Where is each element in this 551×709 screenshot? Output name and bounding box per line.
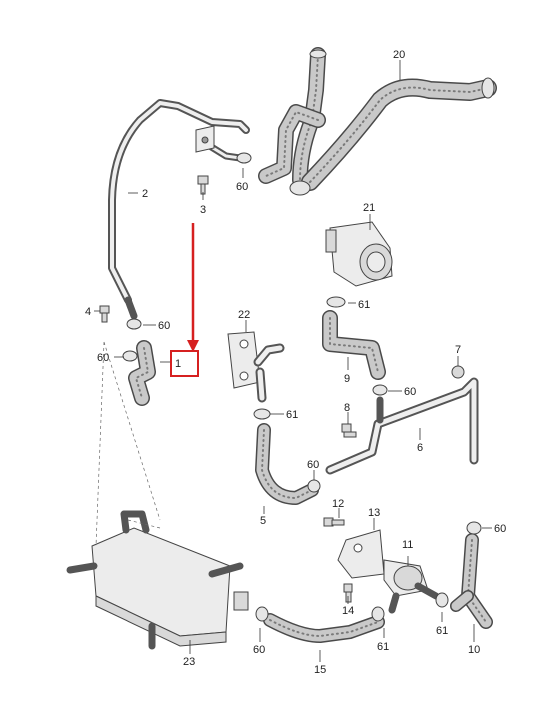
hose-clamp-60-right <box>372 384 388 396</box>
part-11-valve <box>383 559 440 614</box>
callout-61-valve-right: 61 <box>436 625 448 637</box>
part-13-bracket <box>337 529 385 579</box>
assembly-dashed-line <box>95 341 161 547</box>
callout-21: 21 <box>363 202 375 214</box>
hose-clamp-60-left <box>122 350 138 362</box>
callout-labels: 1 2 3 4 5 6 7 8 9 10 11 12 13 14 15 20 2… <box>85 49 506 676</box>
callout-60-upper: 60 <box>236 181 248 193</box>
callout-2: 2 <box>142 188 148 200</box>
callout-15: 15 <box>314 664 326 676</box>
callout-61-valve-left: 61 <box>377 641 389 653</box>
hose-clamp-60-mid <box>307 479 321 493</box>
hose-clamp-61-pump <box>326 296 346 308</box>
callout-5: 5 <box>260 515 266 527</box>
part-1-coolant-hose <box>128 340 156 406</box>
callout-7: 7 <box>455 344 461 356</box>
part-7-nut <box>451 365 465 379</box>
part-6-coolant-pipe <box>325 377 479 475</box>
callout-60-right: 60 <box>404 386 416 398</box>
hose-clamp-61-valve-right <box>435 592 449 608</box>
callout-4: 4 <box>85 306 91 318</box>
hose-clamp-61-valve-left <box>371 606 385 622</box>
part-5-coolant-hose <box>255 423 319 505</box>
callout-60-lower-right: 60 <box>494 523 506 535</box>
callout-10: 10 <box>468 644 480 656</box>
part-20-coolant-hose <box>258 47 497 196</box>
highlight-marker <box>170 223 199 377</box>
part-14-bolt <box>343 583 353 603</box>
callout-1: 1 <box>175 358 181 370</box>
part-23-oil-cooler <box>66 510 249 650</box>
callout-13: 13 <box>368 507 380 519</box>
callout-61-pump: 61 <box>358 299 370 311</box>
callout-60-left-upper: 60 <box>158 320 170 332</box>
part-15-coolant-hose <box>263 613 385 643</box>
callout-22: 22 <box>238 309 250 321</box>
part-8-bolt <box>341 423 357 438</box>
hose-clamp-60-lower-right <box>466 521 482 535</box>
callout-60-mid: 60 <box>307 459 319 471</box>
callout-23: 23 <box>183 656 195 668</box>
callout-12: 12 <box>332 498 344 510</box>
highlight-box <box>170 350 199 377</box>
part-12-bolt <box>323 517 345 527</box>
callout-8: 8 <box>344 402 350 414</box>
part-3-bolt <box>197 175 209 195</box>
callout-6: 6 <box>417 442 423 454</box>
hose-clamp-60-cooler <box>255 606 269 622</box>
highlight-arrowhead <box>187 340 199 352</box>
callout-60-cooler: 60 <box>253 644 265 656</box>
leader-lines <box>94 60 492 662</box>
callout-61-flange: 61 <box>286 409 298 421</box>
callout-9: 9 <box>344 373 350 385</box>
callout-14: 14 <box>342 605 354 617</box>
callout-3: 3 <box>200 204 206 216</box>
part-21-coolant-pump <box>325 221 393 287</box>
part-4-bolt <box>99 305 110 323</box>
part-22-connector-flange <box>227 331 285 403</box>
part-9-coolant-hose <box>322 310 386 380</box>
part-2-coolant-pipe <box>108 99 250 320</box>
callout-60-left: 60 <box>97 352 109 364</box>
callout-11: 11 <box>402 539 413 551</box>
hose-clamp-61-flange <box>253 408 271 420</box>
hose-clamp-60-upper <box>236 152 252 164</box>
hose-clamp-60-left-upper <box>126 318 142 330</box>
part-10-coolant-hose <box>450 533 493 629</box>
callout-20: 20 <box>393 49 405 61</box>
